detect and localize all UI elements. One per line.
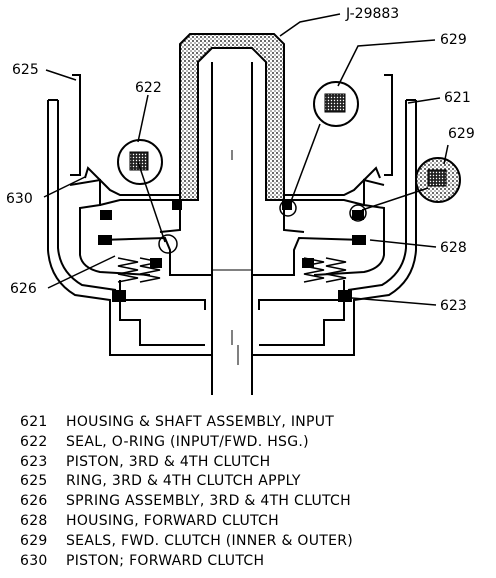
- legend-number: 628: [20, 512, 48, 529]
- legend-description: SEAL, O-RING (INPUT/FWD. HSG.): [66, 433, 309, 450]
- label-629-right: 629: [448, 126, 475, 142]
- legend-row: 629 SEALS, FWD. CLUTCH (INNER & OUTER): [20, 532, 490, 552]
- legend-number: 626: [20, 493, 48, 510]
- parts-legend: 621 HOUSING & SHAFT ASSEMBLY, INPUT 622 …: [20, 413, 490, 571]
- seals-right: [282, 200, 366, 302]
- label-629-top: 629: [440, 32, 467, 48]
- label-621: 621: [444, 90, 471, 106]
- detail-circle-622: [117, 139, 163, 185]
- detail-circle-629-top: [313, 81, 359, 127]
- label-622: 622: [135, 80, 162, 96]
- legend-number: 625: [20, 473, 48, 490]
- label-j29883: J-29883: [345, 6, 399, 22]
- input-shaft: [211, 62, 253, 395]
- legend-description: PISTON; FORWARD CLUTCH: [66, 552, 265, 569]
- leader-lines: [43, 13, 449, 306]
- legend-number: 622: [20, 433, 48, 450]
- spring-right: [303, 257, 347, 283]
- seal-rings: [158, 199, 367, 254]
- legend-row: 623 PISTON, 3RD & 4TH CLUTCH: [20, 453, 490, 473]
- legend-description: HOUSING & SHAFT ASSEMBLY, INPUT: [66, 414, 335, 430]
- legend-description: PISTON, 3RD & 4TH CLUTCH: [66, 453, 271, 470]
- housing-left: [47, 74, 212, 356]
- legend-row: 621 HOUSING & SHAFT ASSEMBLY, INPUT: [20, 413, 490, 433]
- detail-circle-629-right: [415, 157, 461, 203]
- legend-row: 622 SEAL, O-RING (INPUT/FWD. HSG.): [20, 433, 490, 453]
- legend-description: SPRING ASSEMBLY, 3RD & 4TH CLUTCH: [66, 493, 351, 510]
- label-626: 626: [10, 281, 37, 297]
- label-628: 628: [440, 240, 467, 256]
- tool-j29883-body: [179, 33, 285, 201]
- label-625: 625: [12, 62, 39, 78]
- housing-right: [252, 74, 417, 356]
- legend-row: 630 PISTON; FORWARD CLUTCH: [20, 552, 490, 572]
- legend-number: 621: [20, 414, 48, 430]
- seals-left: [98, 200, 182, 302]
- legend-row: 625 RING, 3RD & 4TH CLUTCH APPLY: [20, 472, 490, 492]
- legend-number: 630: [20, 552, 48, 569]
- legend-description: RING, 3RD & 4TH CLUTCH APPLY: [66, 473, 301, 490]
- clutch-cross-section-diagram: J-29883 625 622 629 621 629 630 628 626 …: [6, 6, 475, 395]
- legend-description: HOUSING, FORWARD CLUTCH: [66, 512, 279, 529]
- legend-row: 626 SPRING ASSEMBLY, 3RD & 4TH CLUTCH: [20, 492, 490, 512]
- legend-row: 628 HOUSING, FORWARD CLUTCH: [20, 512, 490, 532]
- legend-number: 623: [20, 453, 48, 470]
- legend-description: SEALS, FWD. CLUTCH (INNER & OUTER): [66, 532, 354, 549]
- label-630: 630: [6, 191, 33, 207]
- label-623: 623: [440, 298, 467, 314]
- legend-number: 629: [20, 532, 48, 549]
